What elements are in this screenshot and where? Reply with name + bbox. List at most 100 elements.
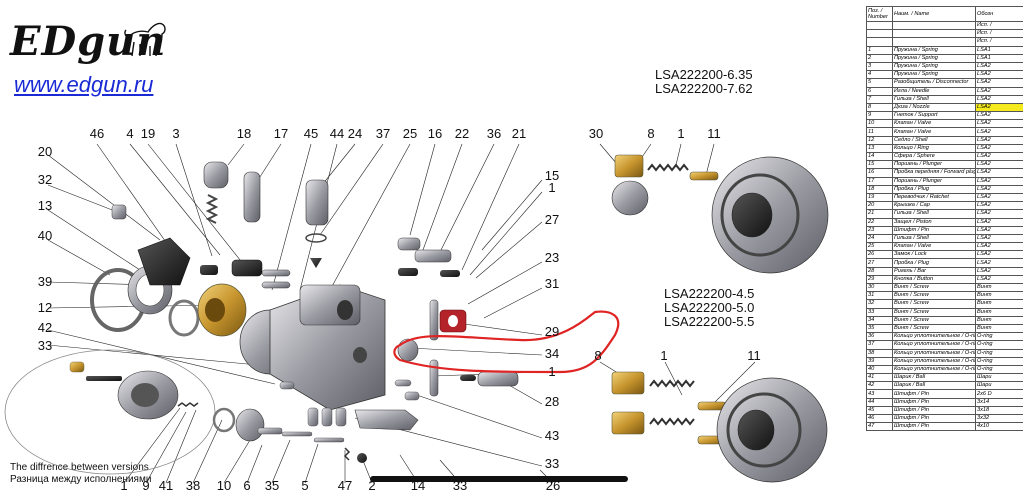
cell-designation: LSA2 xyxy=(976,169,1023,177)
callout-label: 1 xyxy=(660,348,667,363)
cell-name: Шарик / Ball xyxy=(893,382,976,390)
table-header-row: Поз. / Number Наим. / Name Обозн xyxy=(867,7,1023,22)
cell-number: 14 xyxy=(867,153,893,161)
cell-number: 22 xyxy=(867,218,893,226)
cell-number: 25 xyxy=(867,243,893,251)
callout-label: 27 xyxy=(545,212,559,227)
cell-number: 9 xyxy=(867,112,893,120)
cell-name: Пружина / Spring xyxy=(893,62,976,70)
callout-label: 8 xyxy=(594,348,601,363)
callout-label: 44 xyxy=(330,126,344,141)
exploded-diagram: EDgun www.edgun.ru LSA222200-6.35 LSA222… xyxy=(0,0,862,491)
cell-designation: Шари xyxy=(976,374,1023,382)
callout-label: 33 xyxy=(545,456,559,471)
cell-name: Кольцо уплотнительное / O-ring xyxy=(893,365,976,373)
horizontal-scrollbar[interactable] xyxy=(370,476,628,482)
cell-number: 46 xyxy=(867,415,893,423)
cell-name: Клапан / Valve xyxy=(893,128,976,136)
callout-label: 11 xyxy=(747,348,761,363)
cell-name: Гильза / Shell xyxy=(893,234,976,242)
cell-name: Винт / Screw xyxy=(893,308,976,316)
cell-number: 5 xyxy=(867,79,893,87)
cell-name: Винт / Screw xyxy=(893,292,976,300)
cell-designation: O-ring xyxy=(976,365,1023,373)
cell-number: 2 xyxy=(867,54,893,62)
cell-number: 47 xyxy=(867,423,893,431)
cell-number: 45 xyxy=(867,406,893,414)
callout-label: 12 xyxy=(38,300,52,315)
cell-designation: LSA2 xyxy=(976,177,1023,185)
cell-number: 44 xyxy=(867,398,893,406)
callout-label: 20 xyxy=(38,144,52,159)
cell-name: Кольцо уплотнительное / O-ring xyxy=(893,341,976,349)
cell-name: Кнопка / Button xyxy=(893,275,976,283)
callout-label: 18 xyxy=(237,126,251,141)
callout-label: 37 xyxy=(376,126,390,141)
cell-number: 19 xyxy=(867,193,893,201)
callout-label: 24 xyxy=(348,126,362,141)
parts-drawing xyxy=(0,0,862,491)
callout-label: 28 xyxy=(545,394,559,409)
cell-name: Кольцо уплотнительное / O-ring xyxy=(893,333,976,341)
cell-number: 12 xyxy=(867,136,893,144)
cell-name: Защел / Piston xyxy=(893,218,976,226)
cell-designation: Винт xyxy=(976,308,1023,316)
cell-designation: LSA2 xyxy=(976,95,1023,103)
column-header-number: Поз. / Number xyxy=(867,7,893,22)
cell-name: Переводчик / Ratchet xyxy=(893,193,976,201)
cell-name: Кольцо / Ring xyxy=(893,144,976,152)
cell-designation: LSA2 xyxy=(976,153,1023,161)
cell-name: Пробка / Plug xyxy=(893,259,976,267)
cell-name: Разобщитель / Disconnector xyxy=(893,79,976,87)
cell-number xyxy=(867,38,893,46)
callout-label: 13 xyxy=(38,198,52,213)
column-header-designation: Обозн xyxy=(976,7,1023,22)
callout-label: 23 xyxy=(545,250,559,265)
cell-name: Дюза / Nozzle xyxy=(893,103,976,111)
cell-number: 35 xyxy=(867,324,893,332)
cell-designation: Винт xyxy=(976,316,1023,324)
cell-name: Штифт / Pin xyxy=(893,406,976,414)
cell-name: Гильза / Shell xyxy=(893,95,976,103)
cell-name: Винт / Screw xyxy=(893,284,976,292)
cell-number: 38 xyxy=(867,349,893,357)
cell-designation: LSA2 xyxy=(976,136,1023,144)
cell-number: 15 xyxy=(867,161,893,169)
callout-label: 45 xyxy=(304,126,318,141)
cell-name: Гильза / Shell xyxy=(893,210,976,218)
cell-number: 3 xyxy=(867,62,893,70)
cell-number: 37 xyxy=(867,341,893,349)
cell-name: Штифт / Pin xyxy=(893,398,976,406)
cell-number: 18 xyxy=(867,185,893,193)
cell-number: 31 xyxy=(867,292,893,300)
callout-label: 25 xyxy=(403,126,417,141)
cell-number: 16 xyxy=(867,169,893,177)
cell-designation: LSA2 xyxy=(976,259,1023,267)
table-row: Исп. / xyxy=(867,38,1023,46)
callout-label: 31 xyxy=(545,276,559,291)
cell-designation: LSA2 xyxy=(976,243,1023,251)
cell-name: Игла / Needle xyxy=(893,87,976,95)
cell-designation: Исп. / xyxy=(976,38,1023,46)
callout-label: 4 xyxy=(126,126,133,141)
callout-label: 32 xyxy=(38,172,52,187)
cell-name: Пружина / Spring xyxy=(893,46,976,54)
cell-name: Крышка / Cap xyxy=(893,202,976,210)
